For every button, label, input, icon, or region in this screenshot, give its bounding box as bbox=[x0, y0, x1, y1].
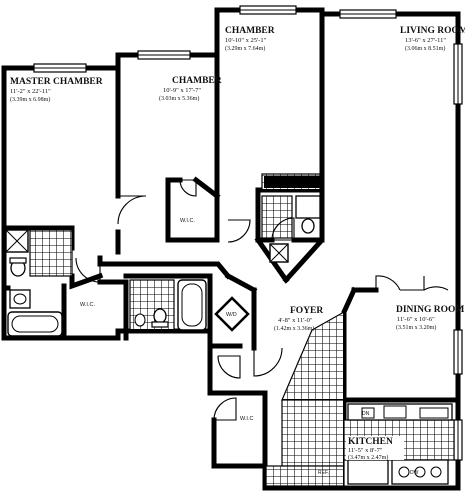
kitchen-name: KITCHEN bbox=[348, 437, 393, 447]
wd-closet bbox=[214, 296, 250, 332]
wic-chamber-label: W.I.C. bbox=[180, 218, 195, 224]
kitchen-dims: 11'-5" x 8'-7" bbox=[348, 447, 383, 454]
chamber-2-dims: 10'-10" x 25'-1" bbox=[225, 37, 267, 44]
master-chamber-metric: (3.39m x 6.98m) bbox=[10, 96, 50, 103]
dining-room-name: DINING ROOM bbox=[396, 305, 464, 315]
master-chamber-dims: 11'-2" x 22'-11" bbox=[10, 88, 51, 95]
dn-label: DN bbox=[362, 411, 370, 417]
chamber-2-name: CHAMBER bbox=[225, 26, 275, 36]
chamber-2-metric: (3.29m x 7.64m) bbox=[225, 45, 265, 52]
hall-bath-fixtures bbox=[134, 279, 207, 331]
chamber-1-metric: (3.03m x 5.36m) bbox=[159, 95, 199, 102]
windows bbox=[33, 5, 463, 461]
dining-room-dims: 11'-6" x 10'-6" bbox=[397, 316, 435, 323]
kitchen-metric: (3.47m x 2.47m) bbox=[348, 454, 388, 461]
master-chamber-name: MASTER CHAMBER bbox=[10, 77, 103, 87]
kitchen-fixtures bbox=[347, 403, 453, 485]
dining-room-metric: (3.51m x 3.20m) bbox=[396, 324, 436, 331]
room-labels: MASTER CHAMBER 11'-2" x 22'-11" (3.39m x… bbox=[10, 26, 465, 461]
living-room-name: LIVING ROOM bbox=[400, 26, 465, 36]
dw-label: DW bbox=[410, 470, 419, 476]
wic-master-label: W.I.C. bbox=[80, 302, 95, 308]
foyer-metric: (1.42m x 3.36m) bbox=[274, 325, 314, 332]
master-bath-fixtures bbox=[5, 229, 63, 337]
foyer-dims: 4'-8" x 11'-0" bbox=[278, 317, 313, 324]
chamber-1-dims: 10'-9" x 17'-7" bbox=[163, 87, 201, 94]
living-room-metric: (3.06m x 8.51m) bbox=[405, 45, 445, 52]
living-room-dims: 13'-6" x 27'-11" bbox=[405, 37, 446, 44]
door-swings bbox=[75, 179, 449, 421]
wd-label: W/D bbox=[226, 312, 237, 318]
foyer-name: FOYER bbox=[290, 306, 323, 316]
ref-label: REF. bbox=[318, 470, 329, 476]
chamber-bath-fixtures bbox=[264, 176, 321, 263]
wic-foyer-label: W.I.C bbox=[240, 416, 253, 422]
chamber-1-name: CHAMBER bbox=[172, 76, 222, 86]
closet-labels: W.I.C. W.I.C. W.I.C W/D REF. DW DN bbox=[80, 218, 419, 476]
